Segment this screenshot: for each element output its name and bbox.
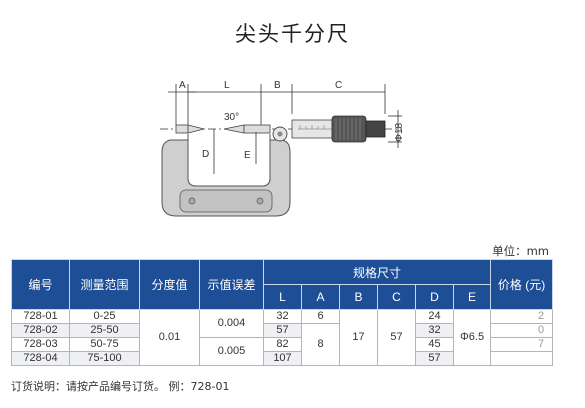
cell-price: 2 (490, 309, 554, 324)
header-spec-e: E (452, 284, 492, 310)
angle-label: 30° (224, 112, 239, 123)
cell-l: 107 (263, 351, 302, 366)
cell-d: 57 (415, 351, 454, 366)
cell-code: 728-02 (11, 323, 70, 338)
header-code: 编号 (11, 259, 70, 310)
header-range: 测量范围 (69, 259, 140, 310)
cell-range: 50-75 (69, 337, 140, 352)
header-spec-c: C (377, 284, 416, 310)
cell-a: 8 (301, 323, 340, 366)
dim-d-label: D (202, 149, 209, 160)
cell-range: 0-25 (69, 309, 140, 324)
header-price: 价格 (元) (490, 259, 554, 310)
header-error: 示值误差 (199, 259, 264, 310)
cell-price: 0 (490, 323, 554, 338)
cell-b: 17 (339, 309, 378, 366)
header-spec-d: D (415, 284, 454, 310)
cell-l: 57 (263, 323, 302, 338)
cell-range: 75-100 (69, 351, 140, 366)
cell-d: 45 (415, 337, 454, 352)
cell-range: 25-50 (69, 323, 140, 338)
unit-label: 单位：mm (492, 244, 549, 258)
dim-a-label: A (179, 80, 186, 91)
cell-code: 728-01 (11, 309, 70, 324)
cell-l: 82 (263, 337, 302, 352)
micrometer-diagram: A L B C 30° D E Φ18 (160, 80, 405, 217)
cell-price (490, 351, 554, 366)
dim-phi-label: Φ18 (394, 122, 405, 142)
header-resolution: 分度值 (139, 259, 200, 310)
cell-error: 0.004 (199, 309, 264, 338)
header-spec: 规格尺寸 (262, 259, 492, 285)
cell-error: 0.005 (199, 337, 264, 366)
cell-e: Φ6.5 (452, 309, 492, 366)
cell-a: 6 (301, 309, 340, 324)
page-title: 尖头千分尺 (235, 22, 350, 46)
cell-l: 32 (263, 309, 302, 324)
dim-b-label: B (274, 80, 281, 91)
header-spec-l: L (263, 284, 302, 310)
cell-d: 32 (415, 323, 454, 338)
dim-c-label: C (335, 80, 342, 91)
header-spec-b: B (339, 284, 378, 310)
cell-c: 57 (377, 309, 416, 366)
order-note: 订货说明：请按产品编号订货。 例：728-01 (11, 380, 230, 393)
cell-code: 728-04 (11, 351, 70, 366)
cell-price: 7 (490, 337, 554, 352)
dim-e-label: E (244, 150, 251, 161)
cell-code: 728-03 (11, 337, 70, 352)
cell-resolution: 0.01 (139, 309, 200, 366)
header-spec-a: A (301, 284, 340, 310)
dim-l-label: L (224, 80, 230, 91)
cell-d: 24 (415, 309, 454, 324)
